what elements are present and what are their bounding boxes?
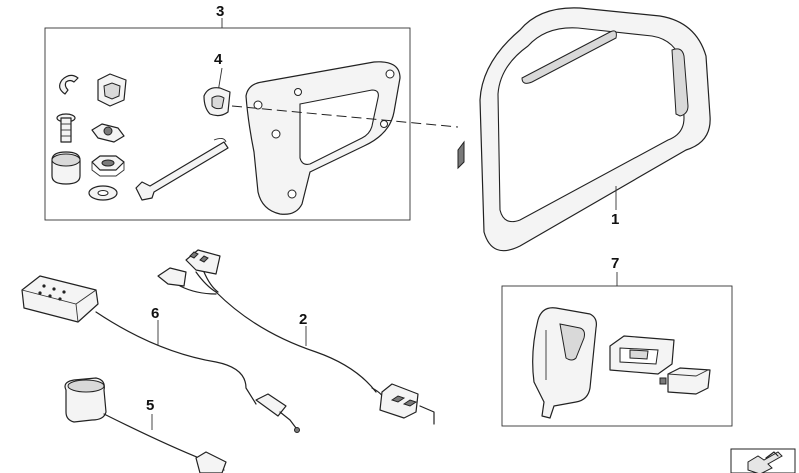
- page-corner-icon: [730, 448, 796, 473]
- callout-1: 1: [611, 211, 619, 228]
- kit-box-3: [44, 18, 411, 221]
- callout-5: 5: [146, 397, 154, 414]
- kit-box-7: [501, 272, 733, 427]
- switch-frame-part: [609, 335, 675, 375]
- stud-part: [91, 123, 125, 143]
- cable-tie-part: [135, 137, 229, 201]
- switch-holder-part: [532, 307, 597, 419]
- callout-4: 4: [214, 51, 223, 68]
- callout-7: 7: [611, 255, 619, 272]
- alignment-dashed-line: [231, 105, 459, 128]
- callout-2: 2: [299, 311, 307, 328]
- mounting-bracket: [245, 61, 401, 215]
- nut-part: [91, 155, 125, 177]
- switch-button-part: [659, 367, 711, 395]
- sleeve-part: [51, 151, 81, 185]
- callout-6: 6: [151, 305, 159, 322]
- instrument-cluster-housing: [457, 7, 711, 252]
- spring-clip-part: [97, 73, 127, 107]
- washer-part: [88, 185, 118, 201]
- bolt-part: [56, 113, 76, 143]
- sensor-6-part: [21, 275, 300, 433]
- clip-c-part: [59, 74, 79, 95]
- sensor-5-part: [64, 377, 227, 473]
- clip-4-part: [203, 87, 231, 117]
- callout-3: 3: [216, 3, 224, 20]
- wiring-harness-2-part: [157, 249, 435, 425]
